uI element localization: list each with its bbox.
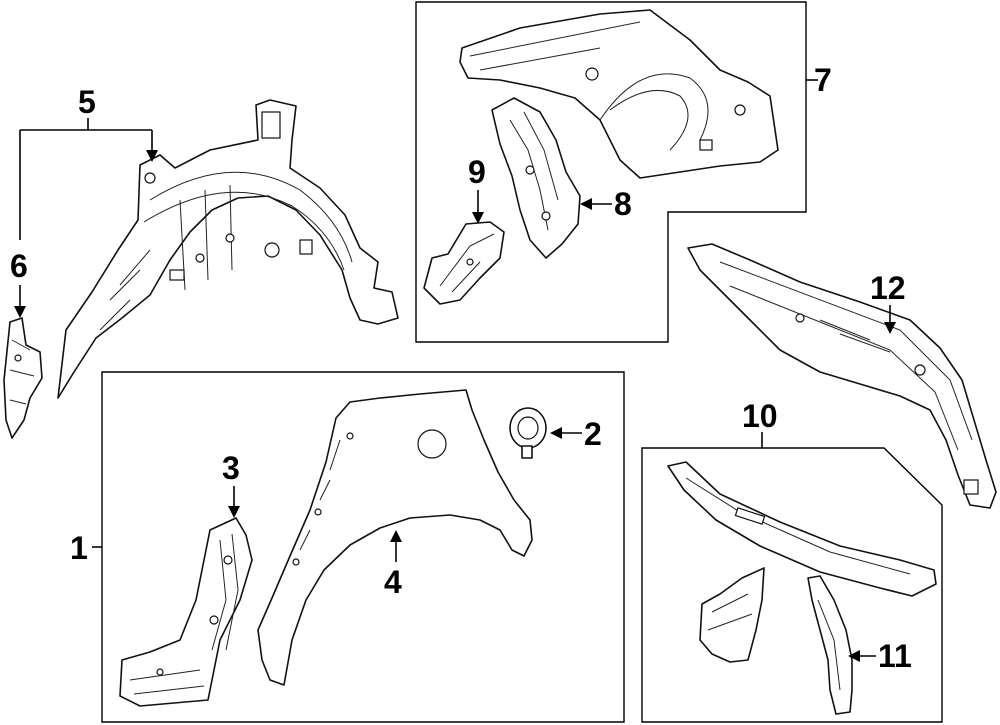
arrow-11 bbox=[848, 650, 860, 662]
callout-12: 12 bbox=[870, 270, 906, 306]
callout-7: 7 bbox=[814, 62, 832, 98]
leader-5 bbox=[19, 118, 153, 240]
callout-11: 11 bbox=[878, 638, 912, 674]
callout-9: 9 bbox=[468, 154, 486, 190]
part-2-fuel-housing bbox=[509, 407, 547, 459]
part-12-floor-side-member bbox=[687, 243, 997, 509]
callout-4: 4 bbox=[384, 564, 402, 600]
arrow-6 bbox=[14, 306, 26, 318]
group-box-10 bbox=[641, 447, 943, 723]
arrow-2 bbox=[550, 427, 562, 439]
arrow-4 bbox=[390, 530, 402, 542]
part-5-wheelhouse-assembly bbox=[57, 99, 399, 399]
part-8-pillar-reinforcement bbox=[491, 97, 581, 259]
part-11-reinforcement bbox=[807, 575, 853, 715]
callout-1: 1 bbox=[70, 530, 88, 566]
callout-5: 5 bbox=[78, 84, 96, 120]
part-10-bracket bbox=[699, 567, 765, 663]
arrow-9 bbox=[472, 212, 484, 224]
callout-3: 3 bbox=[222, 450, 240, 486]
arrow-8 bbox=[580, 198, 592, 210]
part-4-quarter-panel bbox=[257, 389, 533, 686]
group-box-7 bbox=[415, 1, 807, 343]
part-6-bracket bbox=[3, 317, 43, 439]
callout-2: 2 bbox=[584, 416, 602, 452]
part-3-pillar bbox=[119, 517, 253, 707]
callout-10: 10 bbox=[742, 398, 778, 434]
arrow-3 bbox=[228, 506, 240, 518]
part-7-quarter-inner-panel bbox=[459, 9, 779, 179]
callout-6: 6 bbox=[10, 248, 28, 284]
arrow-5 bbox=[146, 150, 158, 162]
part-10-cross-member bbox=[667, 461, 937, 597]
arrow-12 bbox=[884, 322, 896, 334]
part-9-extension-bracket bbox=[423, 221, 505, 305]
group-box-1 bbox=[101, 371, 625, 723]
callout-8: 8 bbox=[614, 186, 632, 222]
